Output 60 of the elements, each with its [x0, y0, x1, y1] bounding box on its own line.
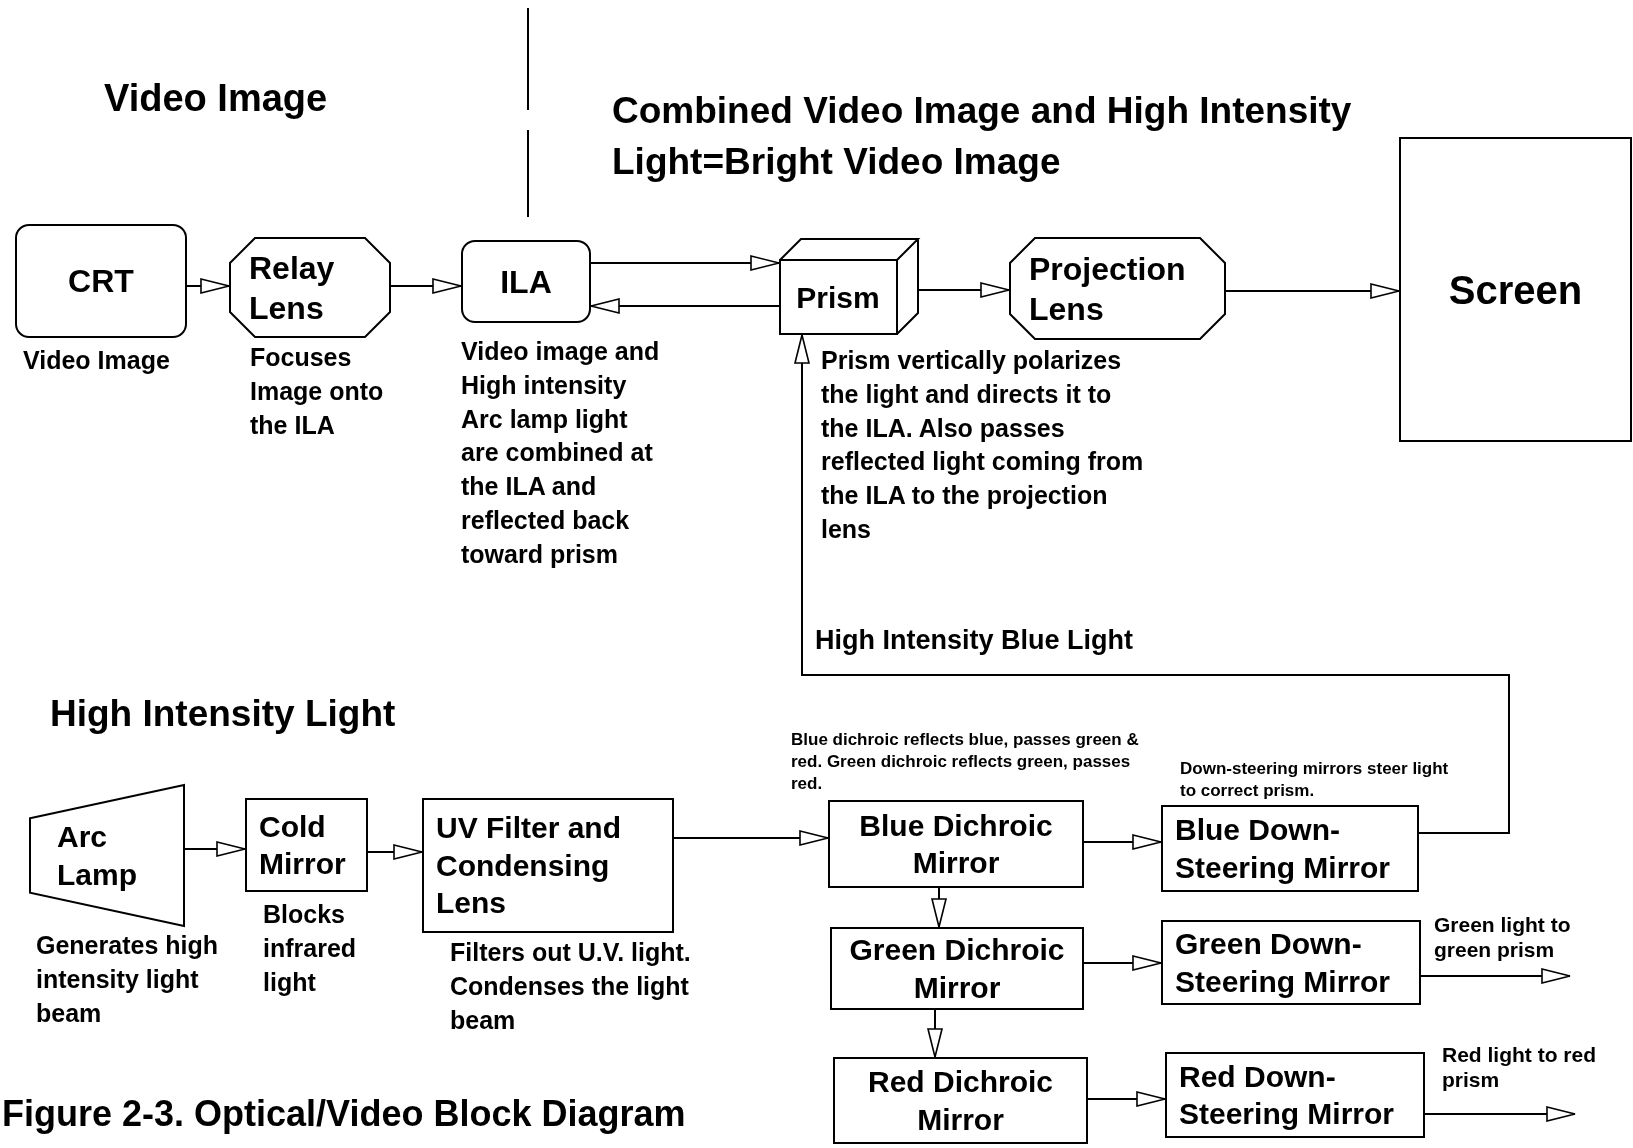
arrow: [1087, 1091, 1166, 1107]
node-label: Projection Lens: [1029, 249, 1187, 329]
node-label: Blue Dichroic Mirror: [858, 807, 1054, 881]
arrow: [590, 298, 780, 314]
caption-text: Filters out U.V. light. Condenses the light beam: [450, 937, 692, 1036]
process-box: [1161, 805, 1419, 892]
octagon-box: [229, 237, 391, 338]
section-heading: High Intensity Light: [50, 692, 397, 736]
cube-box: [779, 238, 919, 335]
node-label: Red Down-Steering Mirror: [1179, 1058, 1396, 1132]
rounded-box: [461, 240, 591, 323]
node-label: Red Dichroic Mirror: [866, 1064, 1054, 1138]
caption-text: Video Image: [23, 345, 171, 376]
figure-caption: Figure 2-3. Optical/Video Block Diagram: [2, 1092, 687, 1136]
section-heading: Video Image: [104, 76, 329, 121]
arrow: [1083, 834, 1162, 850]
arrow: [794, 334, 1510, 834]
node-label: Arc Lamp: [57, 819, 138, 893]
caption-text: Generates high intensity light beam: [36, 930, 219, 1029]
node-label: Green Dichroic Mirror: [848, 932, 1066, 1006]
octagon-box: [1009, 237, 1226, 340]
node-label: Blue Down-Steering Mirror: [1175, 812, 1392, 886]
arrow: [184, 841, 246, 857]
note-text: Blue dichroic reflects blue, passes green & red. Green dichroic reflects green, passes red.: [791, 729, 1140, 796]
node-label: Cold Mirror: [259, 808, 347, 882]
arrow: [590, 255, 780, 271]
arrow: [390, 278, 462, 294]
process-box: [828, 800, 1084, 888]
process-box: [245, 798, 368, 892]
arrow: [931, 887, 947, 928]
process-box: [1165, 1052, 1425, 1138]
arrow: [918, 282, 1010, 298]
process-box: [830, 927, 1084, 1010]
caption-text: Video image and High intensity Arc lamp light are combined at the ILA and reflected back toward prism: [461, 336, 661, 570]
arrow: [1424, 1106, 1576, 1122]
process-box: [1161, 920, 1421, 1005]
note-text: Down-steering mirrors steer light to correct prism.: [1180, 758, 1450, 803]
arrow: [673, 830, 829, 846]
node-label: Screen: [1448, 266, 1583, 314]
node-label: CRT: [68, 262, 134, 301]
arrow: [1083, 955, 1162, 971]
section-heading: Combined Video Image and High Intensity Light=Bright Video Image: [612, 89, 1352, 184]
arrow: [367, 844, 423, 860]
trapezoid-box: [29, 784, 185, 927]
process-box: [1399, 137, 1632, 442]
caption-text: Prism vertically polarizes the light and directs it to the ILA. Also passes reflected light coming from the ILA to the projection lens: [821, 345, 1145, 545]
caption-text: Blocks infrared light: [263, 899, 358, 998]
node-label: Prism: [796, 279, 880, 316]
node-label: Relay Lens: [249, 248, 336, 328]
arrow: [1420, 968, 1571, 984]
node-label: Green Down-Steering Mirror: [1175, 926, 1392, 1000]
arrow: [927, 1009, 943, 1058]
arrow: [1225, 283, 1400, 299]
arrow: [186, 278, 230, 294]
caption-text: Focuses Image onto the ILA: [250, 342, 385, 441]
process-box: [422, 798, 674, 933]
process-box: [833, 1057, 1088, 1144]
node-label: UV Filter and Condensing Lens: [436, 810, 623, 922]
node-label: ILA: [500, 262, 552, 302]
rounded-box: [15, 224, 187, 338]
